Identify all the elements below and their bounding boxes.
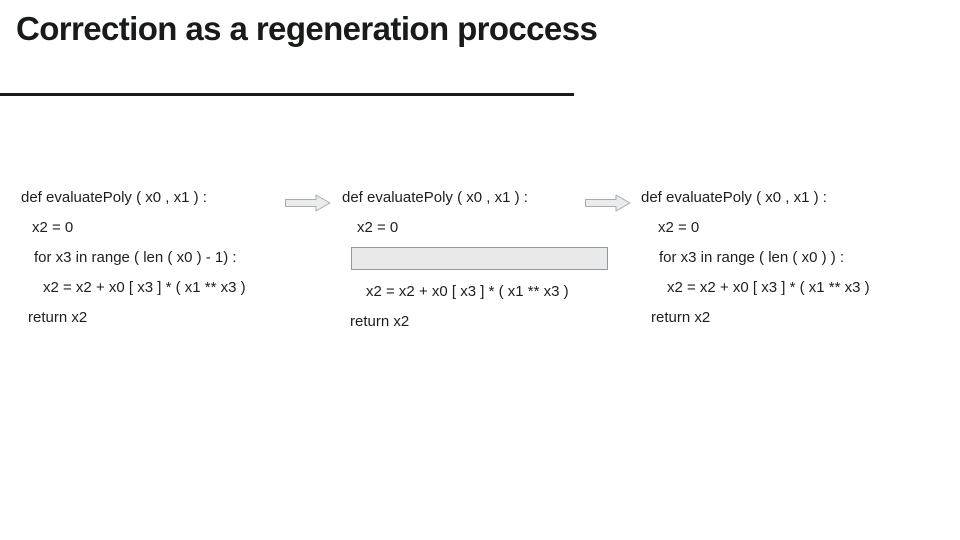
code-line: x2 = 0 <box>357 219 399 236</box>
title-underline <box>0 93 574 96</box>
code-block-masked: def evaluatePoly ( x0 , x1 ) : x2 = 0 x2… <box>342 183 608 337</box>
code-line: x2 = x2 + x0 [ x3 ] * ( x1 ** x3 ) <box>43 279 246 296</box>
code-line: def evaluatePoly ( x0 , x1 ) : <box>641 189 827 206</box>
code-block-regenerated: def evaluatePoly ( x0 , x1 ) : x2 = 0 fo… <box>641 183 870 333</box>
right-arrow-icon <box>285 194 331 212</box>
code-line: for x3 in range ( len ( x0 ) ) : <box>659 249 845 266</box>
masked-code-line <box>342 247 608 277</box>
masked-line-placeholder-box <box>351 247 608 270</box>
code-line: x2 = x2 + x0 [ x3 ] * ( x1 ** x3 ) <box>667 279 870 296</box>
code-block-original: def evaluatePoly ( x0 , x1 ) : x2 = 0 fo… <box>21 183 246 333</box>
code-line: def evaluatePoly ( x0 , x1 ) : <box>342 189 528 206</box>
code-line: return x2 <box>651 309 711 326</box>
code-line: x2 = 0 <box>32 219 74 236</box>
right-arrow-icon <box>585 194 631 212</box>
code-line: for x3 in range ( len ( x0 ) - 1) : <box>34 249 237 266</box>
code-line: return x2 <box>28 309 88 326</box>
code-line: return x2 <box>350 313 410 330</box>
slide-title: Correction as a regeneration proccess <box>16 10 598 47</box>
code-line: x2 = 0 <box>658 219 700 236</box>
code-line: x2 = x2 + x0 [ x3 ] * ( x1 ** x3 ) <box>366 283 569 300</box>
code-line: def evaluatePoly ( x0 , x1 ) : <box>21 189 207 206</box>
